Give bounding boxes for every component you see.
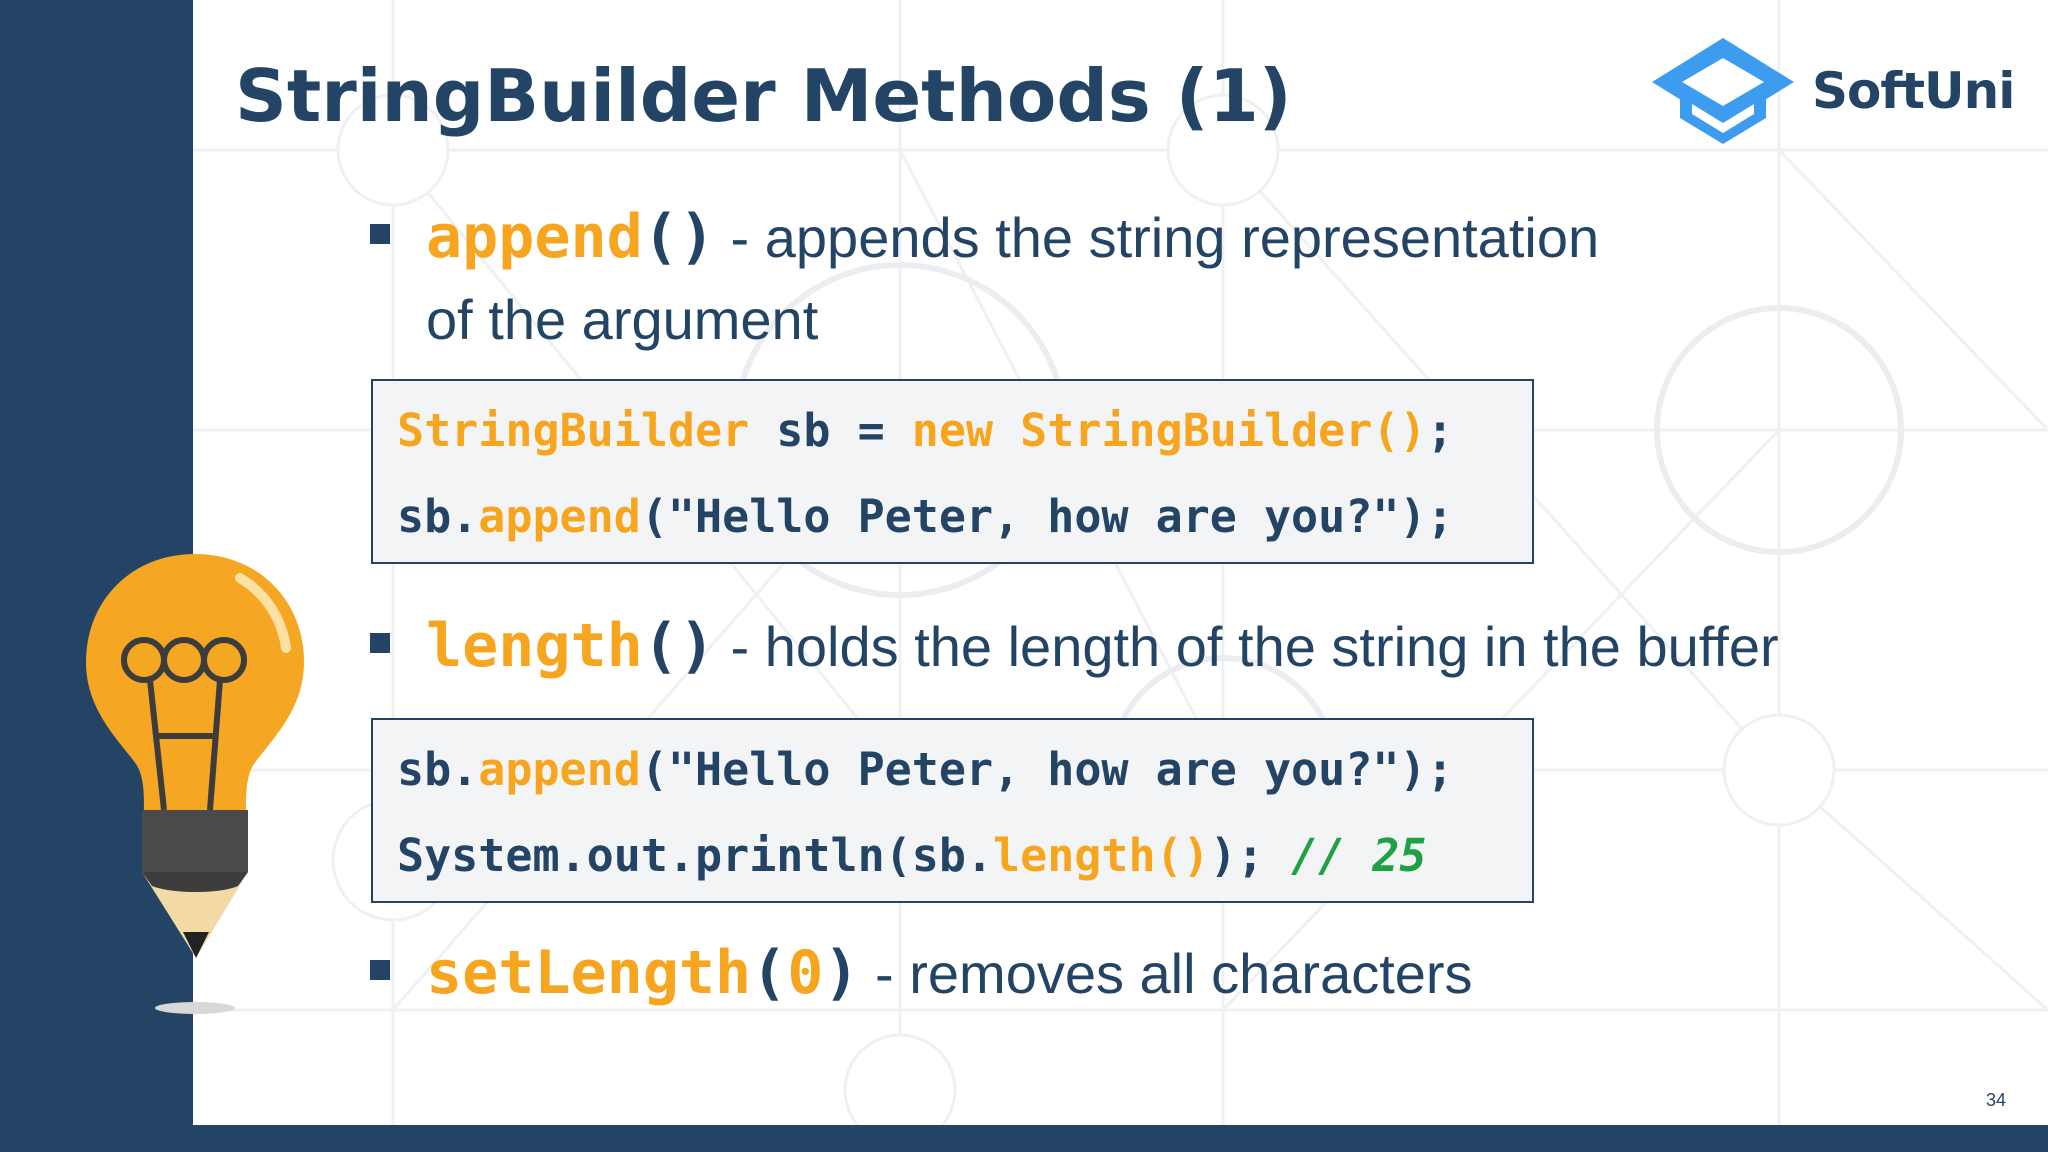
code-args: ("Hello Peter, how are you?");: [640, 743, 1454, 796]
bullet-setlength: setLength(0) - removes all characters: [426, 932, 1473, 1015]
code-constructor: StringBuilder(): [1020, 404, 1427, 457]
code-method-append: append: [478, 490, 641, 543]
code-block-1: StringBuilder sb = new StringBuilder(); …: [371, 379, 1534, 564]
code-prefix: System.out.println(sb.: [397, 829, 994, 882]
bullet-append-continuation: of the argument: [426, 288, 819, 351]
close-paren: ): [823, 938, 860, 1008]
method-length: length: [426, 611, 643, 681]
code-object: sb.: [397, 743, 479, 796]
code-line: System.out.println(sb.length()); // 25: [397, 826, 1427, 886]
method-append: append: [426, 202, 643, 272]
bullet-marker: [370, 633, 390, 653]
bullet-append: append() - appends the string representa…: [426, 196, 1599, 279]
slide-number: 34: [1986, 1090, 2007, 1110]
code-method-append: append: [478, 743, 641, 796]
code-type: StringBuilder: [397, 404, 750, 457]
code-end: ;: [1426, 404, 1454, 457]
bullet-length: length() - holds the length of the strin…: [426, 605, 1779, 688]
code-args: ("Hello Peter, how are you?");: [640, 490, 1454, 543]
code-space: [993, 404, 1020, 457]
bullet-marker: [370, 224, 390, 244]
code-line: sb.append("Hello Peter, how are you?");: [397, 740, 1454, 800]
code-comment: // 25: [1291, 829, 1427, 882]
code-line: StringBuilder sb = new StringBuilder();: [397, 401, 1454, 461]
bullet-description: - appends the string representation: [715, 206, 1600, 269]
code-var: sb =: [749, 404, 912, 457]
parens: (): [642, 202, 715, 272]
code-object: sb.: [397, 490, 479, 543]
method-argument: 0: [787, 938, 824, 1008]
bottom-band: [0, 1125, 2048, 1152]
bullet-description: - removes all characters: [859, 942, 1473, 1005]
parens: (): [642, 611, 715, 681]
code-method-length: length(): [993, 829, 1210, 882]
logo-text: SoftUni: [1812, 62, 2015, 120]
code-line: sb.append("Hello Peter, how are you?");: [397, 487, 1454, 547]
code-block-2: sb.append("Hello Peter, how are you?"); …: [371, 718, 1534, 903]
lightbulb-pencil-icon: [86, 554, 304, 1014]
code-suffix: );: [1209, 829, 1292, 882]
bullet-description: - holds the length of the string in the …: [715, 615, 1779, 678]
graduation-cap-icon: [1652, 38, 1794, 144]
open-paren: (: [751, 938, 788, 1008]
code-keyword-new: new: [911, 404, 994, 457]
method-setlength: setLength: [426, 938, 752, 1008]
bullet-marker: [370, 960, 390, 980]
slide-title: StringBuilder Methods (1): [235, 54, 1292, 138]
